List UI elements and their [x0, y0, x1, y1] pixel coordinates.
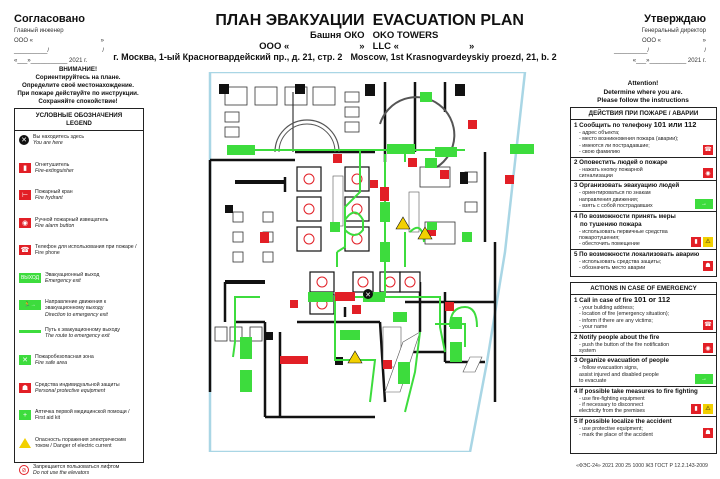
- legend-item: 🏃→ Направление движения к эвакуационному…: [15, 299, 143, 324]
- action-step: 2 Notify people about the fire - push th…: [571, 333, 716, 357]
- electric-danger-icon: [19, 437, 31, 448]
- first-aid-kit-icon: +: [19, 410, 31, 420]
- exit-direction-icon: 🏃→: [19, 300, 41, 310]
- electric-danger-icons: [347, 216, 433, 364]
- fire-alarm-button-icon: ◉: [703, 168, 713, 179]
- actions-header-ru: ДЕЙСТВИЯ ПРИ ПОЖАРЕ / АВАРИИ: [571, 108, 716, 120]
- approved-heading: Согласовано: [14, 13, 86, 25]
- plan-title: ПЛАН ЭВАКУАЦИИ EVACUATION PLAN Башня ОКО…: [100, 12, 570, 63]
- date-line: «___»___________ 2021 г.: [14, 58, 88, 64]
- legend-item: ☎ Телефон для использования при пожаре /…: [19, 244, 137, 257]
- electric-danger-icon: ⚠: [703, 236, 713, 247]
- legend-item: + Аптечка первой медицинской помощи / Fi…: [15, 409, 143, 434]
- title-english: EVACUATION PLAN: [372, 12, 524, 29]
- warning-ru: ВНИМАНИЕ! Сориентируйтесь на плане. Опре…: [17, 66, 139, 105]
- action-step: 2 Оповестить людей о пожаре - нажать кно…: [571, 158, 716, 182]
- building-name-en: OKO TOWERS: [372, 30, 439, 41]
- svg-text:✕: ✕: [365, 292, 371, 299]
- fire-hydrant-icon: ⊢: [19, 190, 31, 200]
- protective-equipment-icon: ☗: [703, 260, 713, 271]
- chief-engineer-label: Главный инженер: [14, 28, 64, 34]
- address-ru: г. Москва, 1-ый Красногвардейский пр., д…: [113, 52, 343, 62]
- fire-equipment-icons: [260, 120, 514, 369]
- approval-block-left: Согласовано Главный инженер ООО «» _____…: [14, 13, 104, 64]
- building-outline: [208, 72, 527, 452]
- fire-alarm-button-icon: ◉: [19, 217, 31, 228]
- date-line: «___»___________ 2021 г.: [632, 58, 706, 64]
- action-step: 4 If possible take measures to fire figh…: [571, 387, 716, 417]
- action-step: 3 Organize evacuation of people - follow…: [571, 356, 716, 387]
- action-step: 1 Call in case of fire 101 or 112 - your…: [571, 295, 716, 333]
- title-russian: ПЛАН ЭВАКУАЦИИ: [215, 12, 365, 29]
- no-elevator-icons: [303, 173, 416, 310]
- org-open: ООО «: [14, 38, 34, 44]
- exit-direction-icon: →: [695, 373, 713, 384]
- evacuation-route-icon: [19, 329, 41, 333]
- director-label: Генеральный директор: [641, 28, 706, 34]
- electric-danger-icon: ⚠: [703, 403, 713, 414]
- exit-direction-icon: →: [695, 198, 713, 209]
- you-are-here-icon: ✕: [19, 135, 29, 145]
- exit-signs: [227, 92, 534, 392]
- fire-phone-icon: ☎: [703, 319, 713, 330]
- action-step: 4 По возможности принять меры по тушению…: [571, 212, 716, 250]
- fire-extinguisher-icon: ▮: [691, 403, 701, 414]
- legend-header: УСЛОВНЫЕ ОБОЗНАЧЕНИЯ LEGEND: [15, 109, 143, 131]
- address-en: Moscow, 1st Krasnogvardeyskiy proezd, 21…: [350, 52, 557, 62]
- legend-item: Опасность поражения электрическим током …: [15, 437, 143, 462]
- walls: [208, 82, 497, 419]
- action-step: 3 Организовать эвакуацию людей - ориенти…: [571, 181, 716, 212]
- action-step: 5 If possible localize the accident - us…: [571, 417, 716, 440]
- floor-plan: ✕: [208, 72, 534, 452]
- fire-phone-icon: ☎: [703, 144, 713, 155]
- actions-panel-ru: ДЕЙСТВИЯ ПРИ ПОЖАРЕ / АВАРИИ 1 Сообщить …: [570, 107, 717, 277]
- fire-phone-icon: ☎: [19, 245, 31, 255]
- building-name-ru: Башня ОКО: [310, 30, 365, 41]
- protective-equipment-icon: ☗: [19, 382, 31, 393]
- signature-line: __________/: [14, 48, 50, 54]
- emergency-exit-icon: ВЫХОД: [19, 272, 41, 283]
- approval-block-right: Утверждаю Генеральный директор ООО «» __…: [614, 13, 706, 64]
- standard-footer: «ФЭС-24» 2021 200 25 1000 ЖЗ ГОСТ Р 12.2…: [576, 463, 708, 469]
- action-step: 1 Сообщить по телефону 101 или 112 - адр…: [571, 120, 716, 158]
- protective-equipment-icon: ☗: [703, 427, 713, 438]
- fire-alarm-button-icon: ◉: [703, 343, 713, 354]
- elevator-shafts: [296, 166, 421, 315]
- fire-safe-area-icon: ✕: [19, 355, 31, 365]
- fire-extinguisher-icon: ▮: [19, 162, 31, 173]
- approve-heading: Утверждаю: [644, 13, 706, 25]
- warning-en: Attention! Determine where you are. Plea…: [597, 80, 689, 104]
- actions-header-en: ACTIONS IN CASE OF EMERGENCY: [571, 283, 716, 295]
- you-are-here-marker: ✕: [363, 289, 373, 299]
- actions-panel-en: ACTIONS IN CASE OF EMERGENCY 1 Call in c…: [570, 282, 717, 454]
- action-step: 5 По возможности локализовать аварию - и…: [571, 250, 716, 273]
- legend-panel: УСЛОВНЫЕ ОБОЗНАЧЕНИЯ LEGEND ✕ Вы находит…: [14, 108, 144, 476]
- no-elevator-icon: ⊘: [19, 465, 29, 475]
- fire-extinguisher-icon: ▮: [691, 236, 701, 247]
